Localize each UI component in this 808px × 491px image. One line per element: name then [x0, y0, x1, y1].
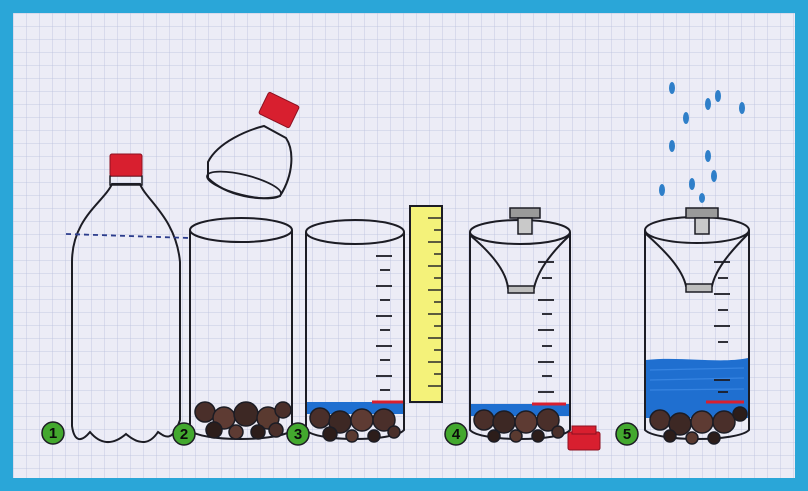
raindrop: [659, 184, 665, 196]
funnel-neck: [508, 286, 534, 293]
raindrop: [689, 178, 695, 190]
raindrop: [683, 112, 689, 124]
step-badge-2: 2: [173, 423, 195, 445]
funnel-neck: [686, 284, 712, 292]
step-number-5: 5: [623, 426, 631, 443]
raindrop: [669, 140, 675, 152]
step-number-2: 2: [180, 426, 188, 443]
raindrop: [739, 102, 745, 114]
raindrop: [699, 193, 705, 203]
raindrop: [715, 90, 721, 102]
step-badge-4: 4: [445, 423, 467, 445]
step-number-3: 3: [294, 426, 302, 443]
step-badge-1: 1: [42, 422, 64, 444]
loose-red-cap: [568, 426, 600, 450]
raindrop: [705, 150, 711, 162]
step-badge-3: 3: [287, 423, 309, 445]
step-number-1: 1: [49, 425, 57, 442]
step-badge-5: 5: [616, 423, 638, 445]
raindrop: [705, 98, 711, 110]
collected-water: [646, 358, 748, 418]
raindrop: [669, 82, 675, 94]
raindrop: [711, 170, 717, 182]
bottle-cap: [110, 154, 142, 176]
rocks: [195, 402, 291, 439]
ruler: [410, 206, 442, 402]
step-number-4: 4: [452, 426, 461, 443]
